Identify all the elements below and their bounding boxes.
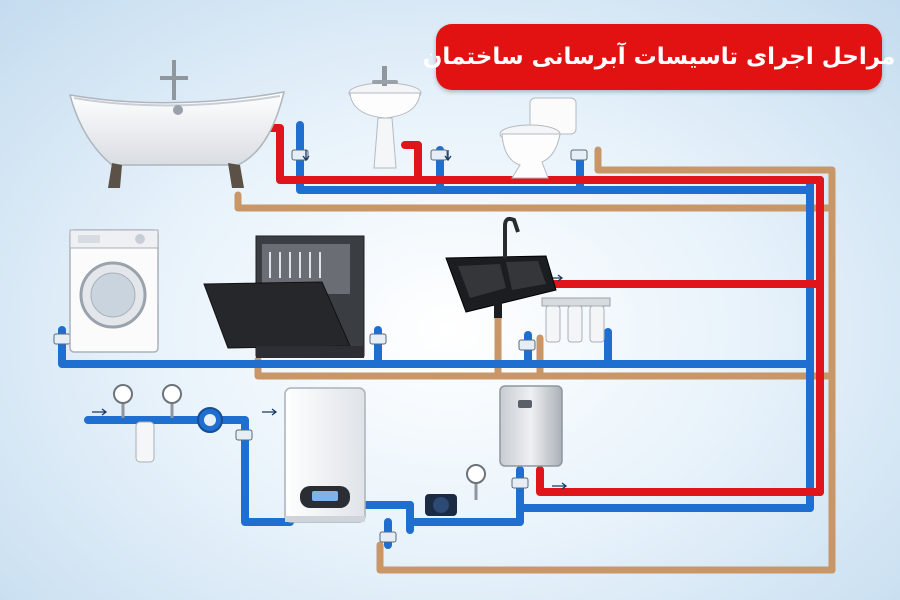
bathtub — [68, 60, 285, 188]
washing-machine — [69, 229, 159, 353]
dishwasher — [203, 235, 365, 358]
pedestal-sink — [348, 66, 422, 169]
water-filter-cartridges — [541, 297, 611, 343]
wall-boiler — [284, 387, 366, 523]
circulation-pump — [425, 494, 457, 516]
pressure-gauges — [113, 384, 486, 500]
page-title: مراحل اجرای تاسیسات آبرسانی ساختمان — [422, 44, 896, 70]
sediment-filter — [135, 421, 155, 463]
flow-arrows — [92, 150, 568, 490]
cold-water-pipe-network — [58, 121, 814, 549]
toilet — [499, 97, 577, 179]
water-meter — [197, 407, 223, 433]
title-banner: مراحل اجرای تاسیسات آبرسانی ساختمان — [423, 24, 895, 90]
kitchen-sink — [445, 216, 557, 318]
pipe-valves — [53, 149, 588, 543]
electric-water-heater — [499, 385, 563, 467]
